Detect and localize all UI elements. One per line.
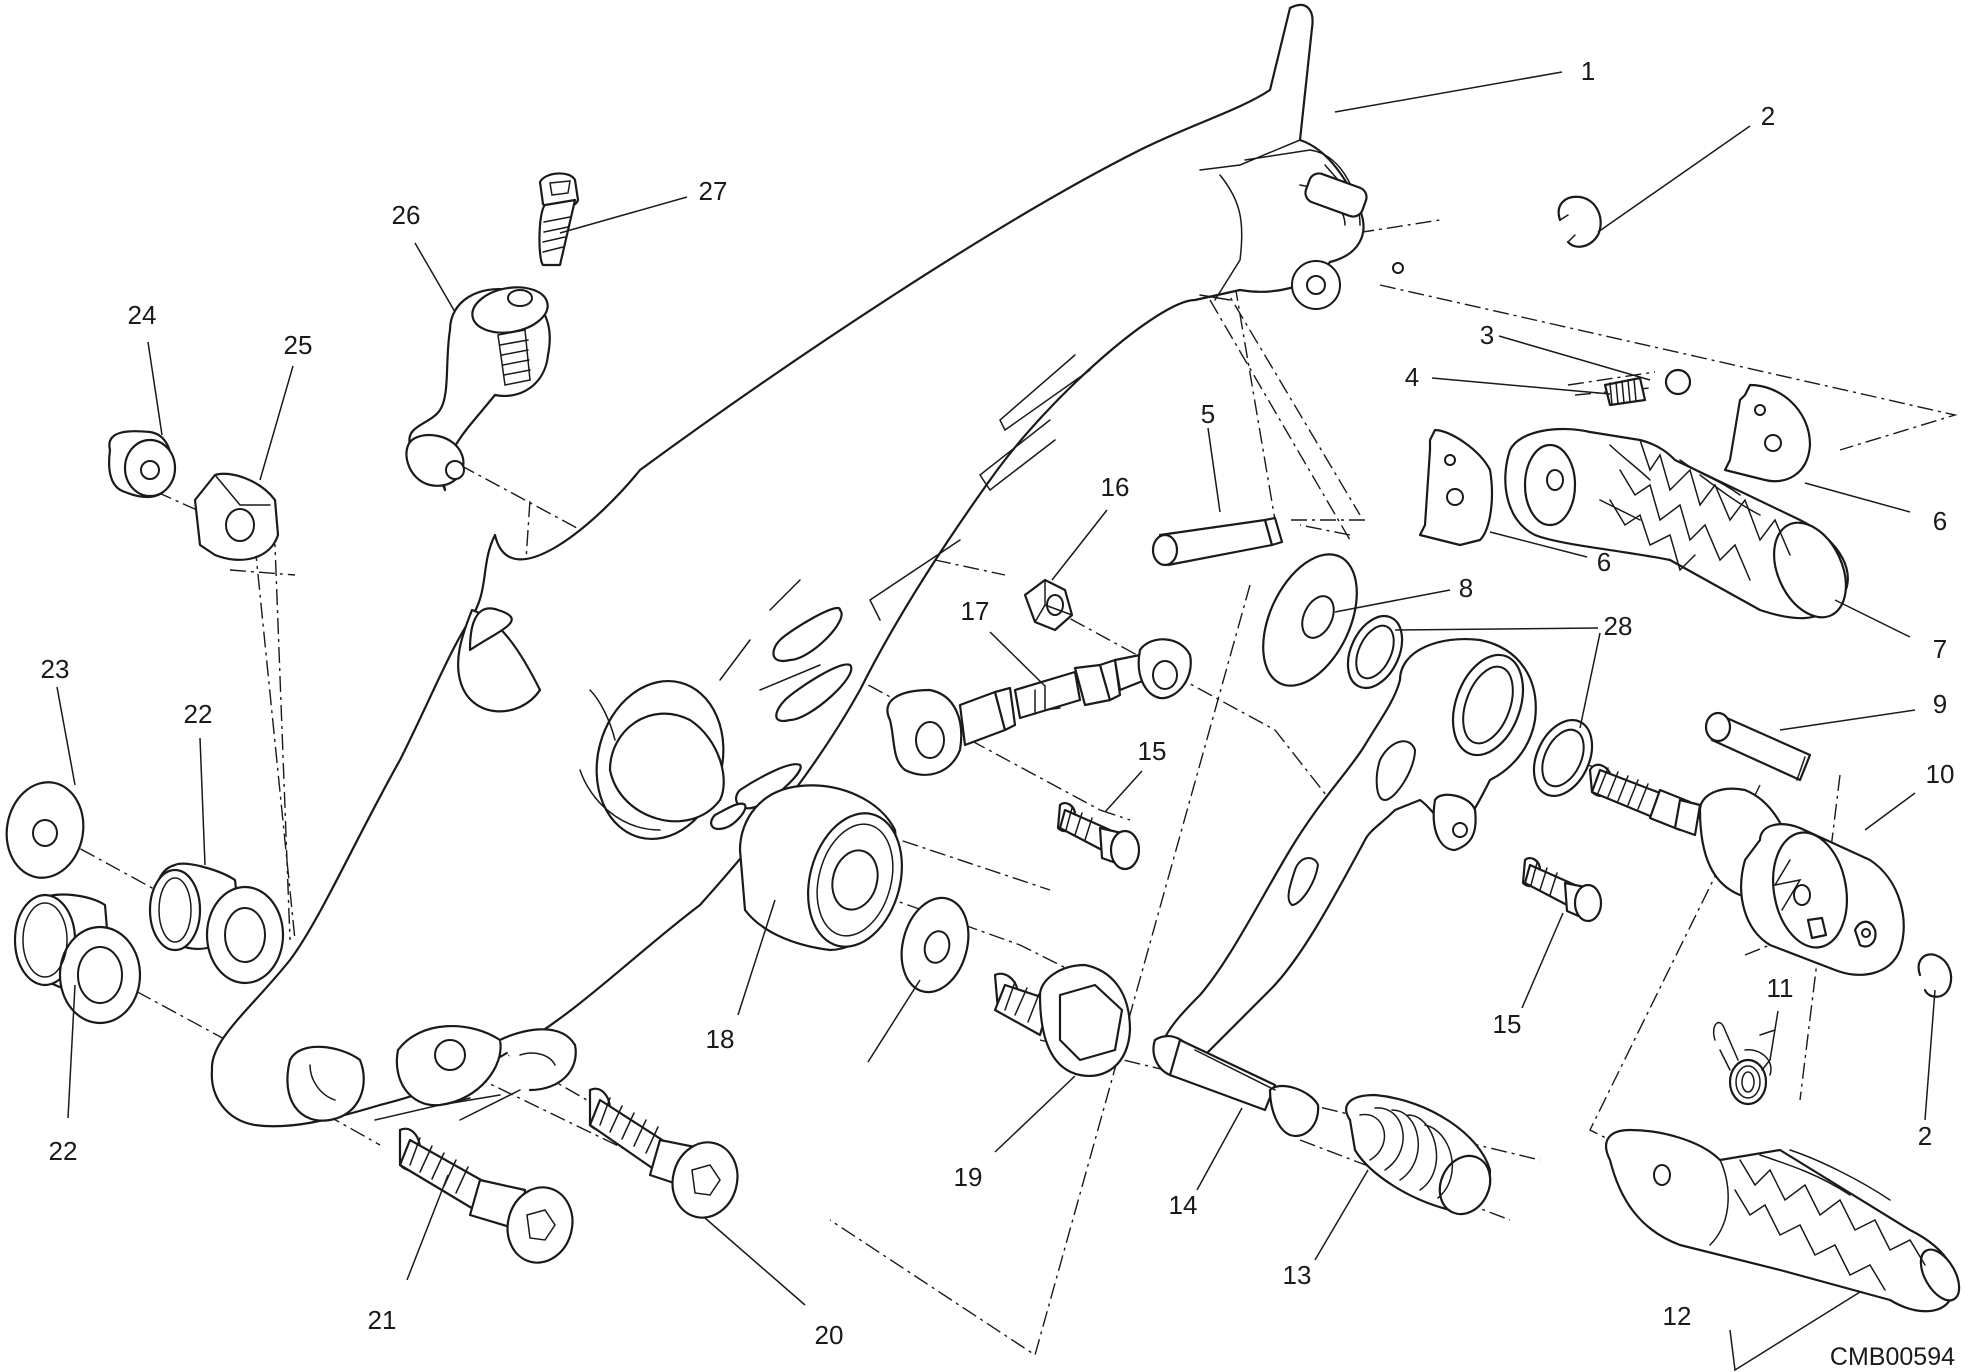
bolt-15-right bbox=[1521, 856, 1603, 923]
callout-6-right: 6 bbox=[1933, 506, 1947, 536]
o-ring-28-bottom bbox=[1532, 719, 1594, 797]
callout-7: 7 bbox=[1933, 634, 1947, 664]
washer-8 bbox=[1262, 553, 1358, 687]
callout-21: 21 bbox=[368, 1305, 397, 1335]
pin-5 bbox=[1151, 516, 1284, 567]
callout-16: 16 bbox=[1101, 472, 1130, 502]
pin-9 bbox=[1704, 711, 1812, 782]
callout-20: 20 bbox=[815, 1320, 844, 1350]
callout-17: 17 bbox=[961, 596, 990, 626]
callout-9: 9 bbox=[1933, 689, 1947, 719]
rubber-peg-13 bbox=[1345, 1093, 1492, 1216]
leader-lines bbox=[56, 71, 1936, 1372]
callout-11: 11 bbox=[1767, 973, 1794, 1003]
plate-6-right bbox=[1723, 383, 1812, 483]
spring-11 bbox=[1713, 1021, 1776, 1106]
callout-1: 1 bbox=[1581, 56, 1595, 86]
bolt-20 bbox=[588, 1087, 739, 1219]
callout-2-bottom: 2 bbox=[1918, 1121, 1932, 1151]
washer-29 bbox=[900, 896, 970, 994]
clip-2-top bbox=[1557, 195, 1602, 248]
callout-3: 3 bbox=[1480, 320, 1494, 350]
callout-19: 19 bbox=[954, 1162, 983, 1192]
callout-numbers: 1 2 3 4 5 6 6 7 8 28 9 10 11 2 12 13 14 … bbox=[41, 56, 1956, 1371]
callout-6-left: 6 bbox=[1597, 547, 1611, 577]
callout-12: 12 bbox=[1663, 1301, 1692, 1331]
callout-18: 18 bbox=[706, 1024, 735, 1054]
footpeg-7 bbox=[1504, 427, 1849, 620]
plate-6-left bbox=[1418, 428, 1494, 547]
callout-25: 25 bbox=[284, 330, 313, 360]
callout-26: 26 bbox=[392, 200, 421, 230]
ball-3 bbox=[1664, 368, 1692, 396]
callout-10: 10 bbox=[1926, 759, 1955, 789]
o-ring-28-top bbox=[1346, 614, 1404, 690]
clip-2-bottom bbox=[1917, 953, 1953, 998]
callout-27: 27 bbox=[699, 176, 728, 206]
callout-14: 14 bbox=[1169, 1190, 1198, 1220]
tie-rod-17 bbox=[886, 638, 1192, 776]
callout-2-top: 2 bbox=[1761, 101, 1775, 131]
footpeg-12 bbox=[1605, 1128, 1961, 1313]
gear-lever-14 bbox=[1152, 638, 1537, 1138]
bolt-21 bbox=[398, 1127, 574, 1264]
bolt-19 bbox=[993, 963, 1132, 1077]
callout-28: 28 bbox=[1604, 611, 1633, 641]
nut-16 bbox=[1023, 578, 1074, 632]
bushing-22-bottom bbox=[13, 893, 142, 1025]
spacer-25 bbox=[193, 472, 280, 561]
footrest-bracket bbox=[210, 3, 1404, 1128]
callout-15-right: 15 bbox=[1493, 1009, 1522, 1039]
washer-23 bbox=[5, 781, 85, 879]
footpeg-pivot-10 bbox=[1588, 763, 1905, 976]
callout-22-bottom: 22 bbox=[49, 1136, 78, 1166]
callout-15-left: 15 bbox=[1138, 736, 1167, 766]
callout-13: 13 bbox=[1283, 1260, 1312, 1290]
callout-8: 8 bbox=[1459, 573, 1473, 603]
bushing-22-top bbox=[148, 862, 285, 985]
rubber-bumper-18 bbox=[738, 784, 903, 952]
spring-4 bbox=[1603, 376, 1647, 407]
callout-5: 5 bbox=[1201, 399, 1215, 429]
lever-clamp-bolt bbox=[538, 172, 580, 267]
callout-23: 23 bbox=[41, 654, 70, 684]
drawing-code: CMB00594 bbox=[1830, 1343, 1955, 1371]
flanged-nut-24 bbox=[108, 430, 177, 499]
callout-22-top: 22 bbox=[184, 699, 213, 729]
bolt-15-left bbox=[1056, 801, 1141, 871]
callout-24: 24 bbox=[128, 300, 157, 330]
gear-lever-clamp bbox=[405, 286, 551, 492]
callout-4: 4 bbox=[1405, 362, 1419, 392]
